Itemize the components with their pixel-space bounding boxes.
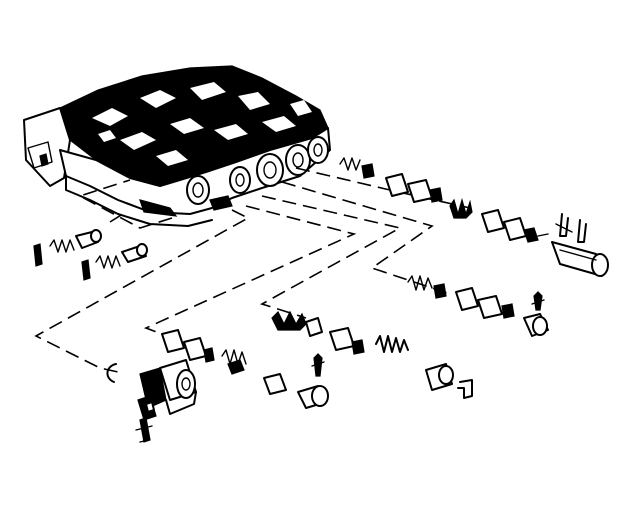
assembly-path-lines xyxy=(34,167,471,373)
valve-train-1 xyxy=(339,157,609,277)
valve-body xyxy=(23,65,331,227)
valve-train-3 xyxy=(271,310,473,399)
valve-train-4 xyxy=(161,329,329,409)
left-small-parts xyxy=(33,229,148,281)
valve-train-2 xyxy=(407,275,549,337)
solenoid-assembly xyxy=(106,359,197,443)
valve-bore-openings xyxy=(186,136,329,205)
